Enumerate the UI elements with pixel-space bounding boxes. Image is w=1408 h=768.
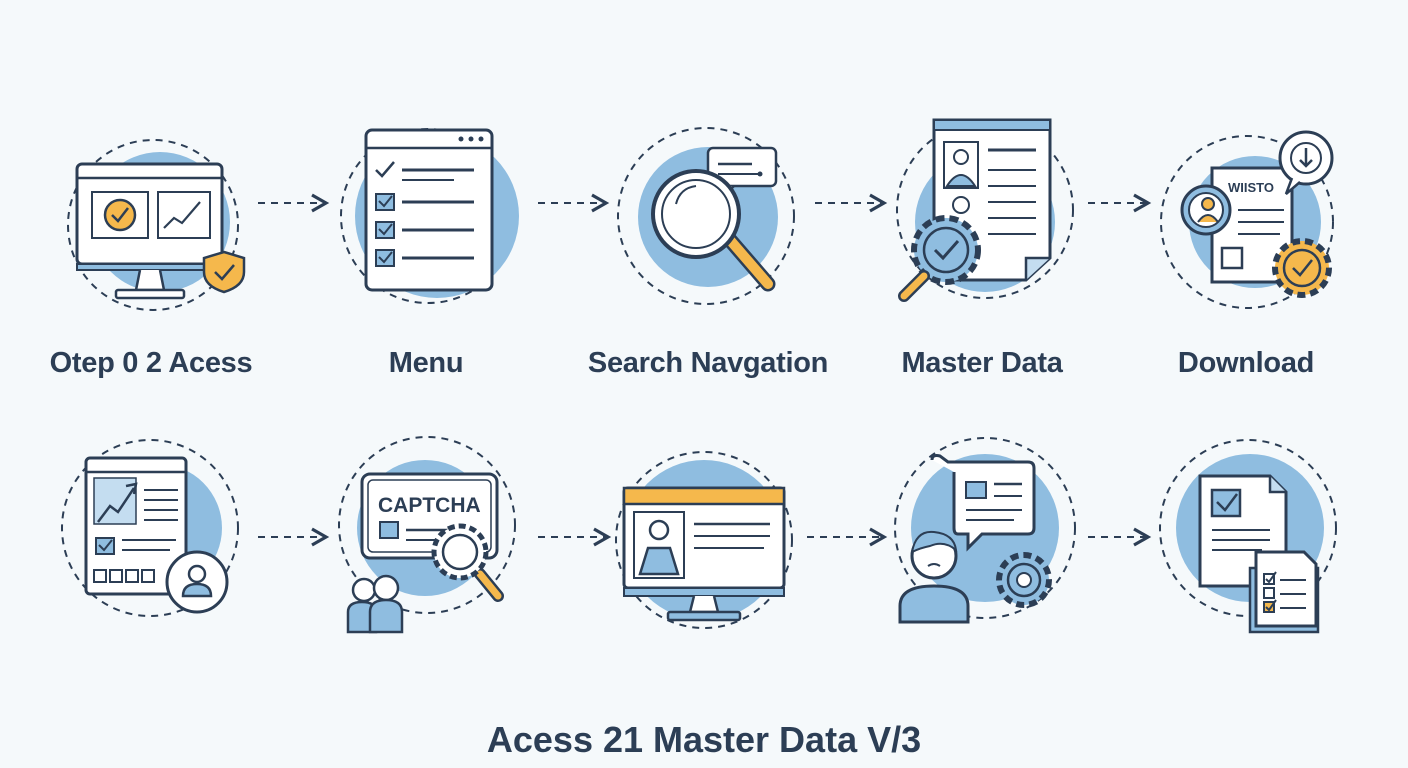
bottom-step-2-captcha-icon: CAPTCHA	[338, 436, 516, 634]
step-3-label: Search Navgation	[587, 347, 829, 379]
step-2-label: Menu	[388, 347, 464, 379]
step-1-label: Otep 0 2 Acess	[49, 347, 253, 379]
flow-arrows	[258, 193, 1152, 547]
document-badge-text: WIISTO	[1228, 180, 1274, 195]
bottom-step-4-person-chat-icon	[894, 437, 1076, 624]
step-1-access-icon	[67, 139, 246, 311]
step-5-download-icon: WIISTO	[1160, 130, 1334, 309]
step-2-menu-icon	[340, 128, 519, 304]
step-5-label: Download	[1177, 347, 1315, 379]
footer-title: Acess 21 Master Data V/3	[486, 719, 922, 760]
step-3-search-icon	[617, 127, 795, 305]
bottom-step-3-monitor-profile-icon	[615, 451, 793, 629]
captcha-label: CAPTCHA	[378, 494, 481, 517]
bottom-step-5-documents-icon	[1159, 439, 1337, 634]
step-4-label: Master Data	[901, 347, 1063, 379]
shield-icon	[202, 250, 246, 294]
step-4-master-data-icon	[896, 118, 1074, 302]
bottom-step-1-report-icon	[61, 439, 239, 617]
